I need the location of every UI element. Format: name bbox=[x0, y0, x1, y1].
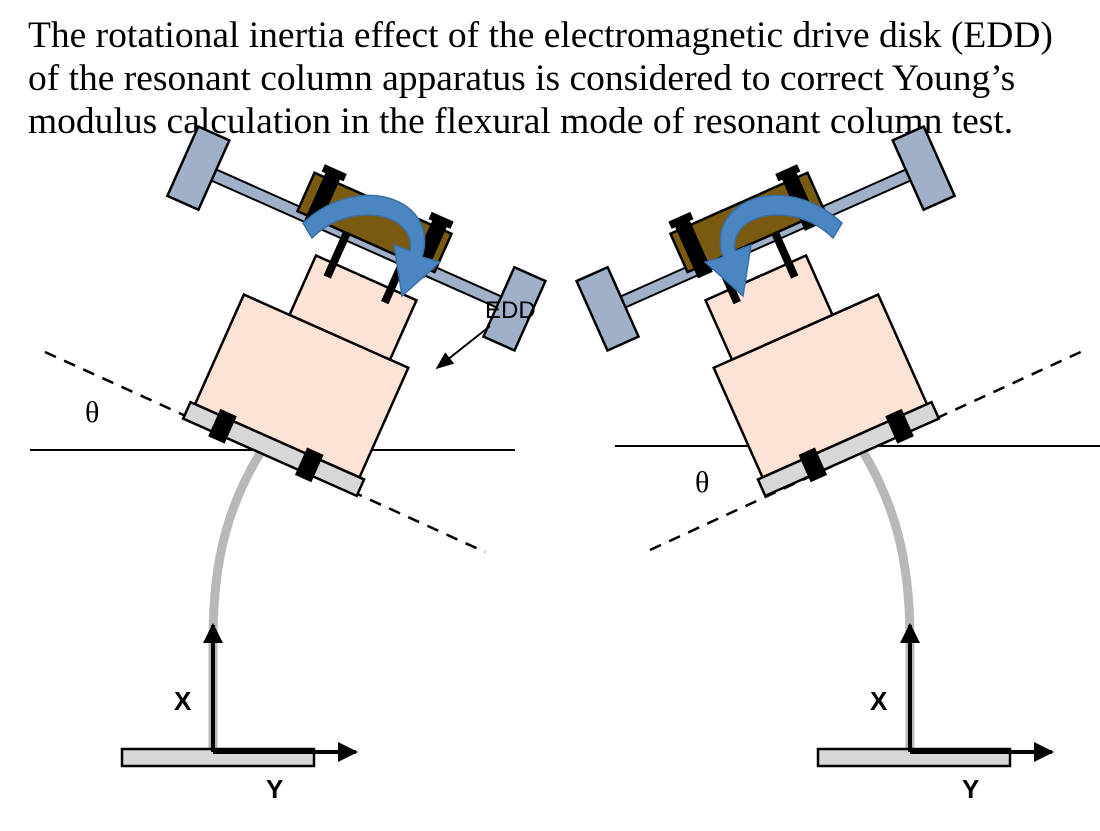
right-rotation-arrow bbox=[703, 194, 843, 298]
left-flexible-column bbox=[208, 445, 267, 760]
left-panel: EDD θ X Y bbox=[30, 109, 554, 804]
right-x-axis-label: X bbox=[870, 686, 888, 716]
right-panel: θ X Y bbox=[568, 109, 1100, 804]
right-theta-label: θ bbox=[695, 466, 709, 499]
right-apparatus bbox=[568, 109, 1039, 538]
left-apparatus bbox=[83, 109, 554, 538]
caption: The rotational inertia effect of the ele… bbox=[28, 14, 1088, 143]
caption-line-3: modulus calculation in the flexural mode… bbox=[28, 101, 1014, 142]
edd-leader-line bbox=[435, 325, 491, 370]
left-y-axis-label: Y bbox=[266, 774, 283, 804]
caption-line-2: of the resonant column apparatus is cons… bbox=[28, 58, 1016, 99]
edd-label: EDD bbox=[485, 297, 536, 324]
right-y-axis-label: Y bbox=[962, 774, 979, 804]
left-x-axis-label: X bbox=[174, 686, 192, 716]
left-theta-label: θ bbox=[85, 396, 99, 429]
left-rotation-arrow bbox=[302, 194, 442, 298]
caption-line-1: The rotational inertia effect of the ele… bbox=[28, 15, 1053, 56]
